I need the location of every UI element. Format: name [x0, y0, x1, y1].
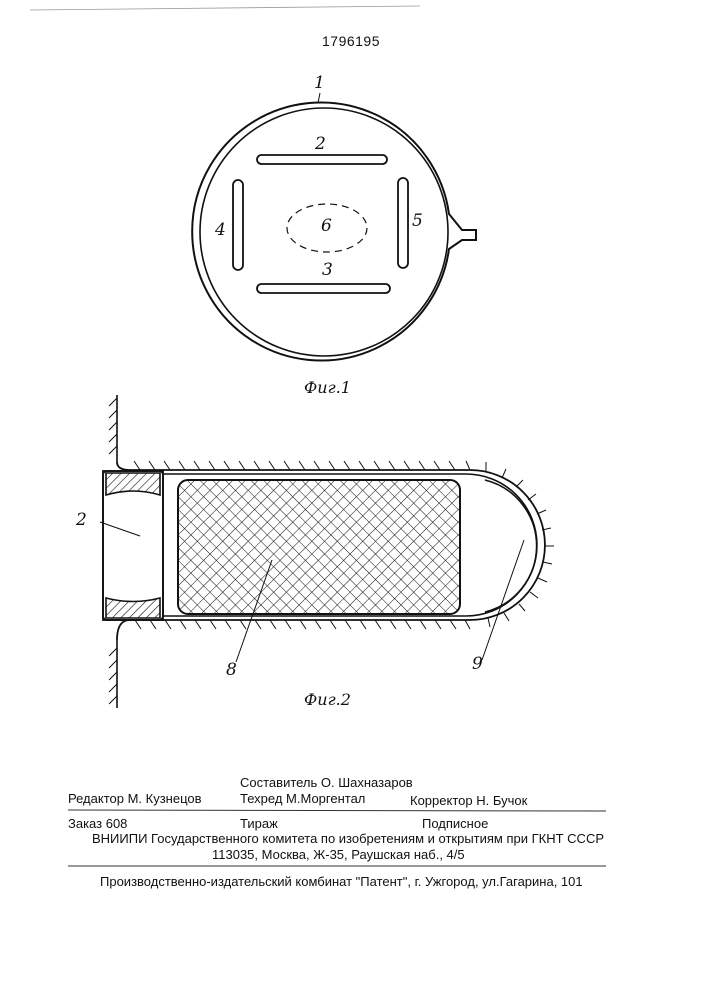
plate-left [233, 180, 243, 270]
imprint-editor: Редактор М. Кузнецов [68, 792, 202, 805]
cavity-hatch-bottom [135, 620, 470, 629]
imprint-subscription: Подписное [422, 817, 488, 830]
wall-hatch-lower [109, 648, 117, 704]
fig1-label-plate-top: 2 [315, 136, 326, 153]
fig1-label-plate-left: 4 [215, 222, 226, 239]
plate-right [398, 178, 408, 268]
fig2-caption: Фиг.2 [304, 690, 351, 709]
imprint-compiler: Составитель О. Шахназаров [240, 776, 413, 789]
fig1-label-center-zone: 6 [321, 218, 332, 235]
figure1 [192, 93, 476, 361]
ring-bottom-seal [106, 598, 160, 618]
fig1-label-plate-bottom: 3 [322, 262, 333, 279]
top-scan-rule [30, 6, 420, 10]
fig1-label-plate-right: 5 [412, 213, 423, 230]
ring-top-seal [106, 473, 160, 495]
imprint-institute: ВНИИПИ Государственного комитета по изоб… [92, 832, 604, 845]
imprint-order: Заказ 608 [68, 817, 127, 830]
housing-outer-wall [192, 102, 476, 360]
wall-hatch-upper [109, 398, 117, 454]
fig1-caption: Фиг.1 [304, 378, 351, 397]
plate-top [257, 155, 387, 164]
imprint-corrector: Корректор Н. Бучок [410, 794, 527, 807]
figure2 [100, 395, 554, 708]
imprint-publisher: Производственно-издательский комбинат "П… [100, 875, 583, 888]
fig2-label-tip: 9 [472, 656, 483, 673]
fig2-label-mesh: 8 [226, 662, 237, 679]
imprint-rule-1 [68, 810, 606, 811]
imprint-techred: Техред М.Моргентал [240, 792, 365, 805]
imprint-circulation: Тираж [240, 817, 278, 830]
fig2-label-ring: 2 [76, 512, 87, 529]
plate-bottom [257, 284, 390, 293]
mesh-insert [178, 480, 460, 614]
imprint-address: 113035, Москва, Ж-35, Раушская наб., 4/5 [212, 848, 465, 861]
leader-tip-9 [482, 540, 524, 660]
fig1-label-housing: 1 [314, 75, 325, 92]
